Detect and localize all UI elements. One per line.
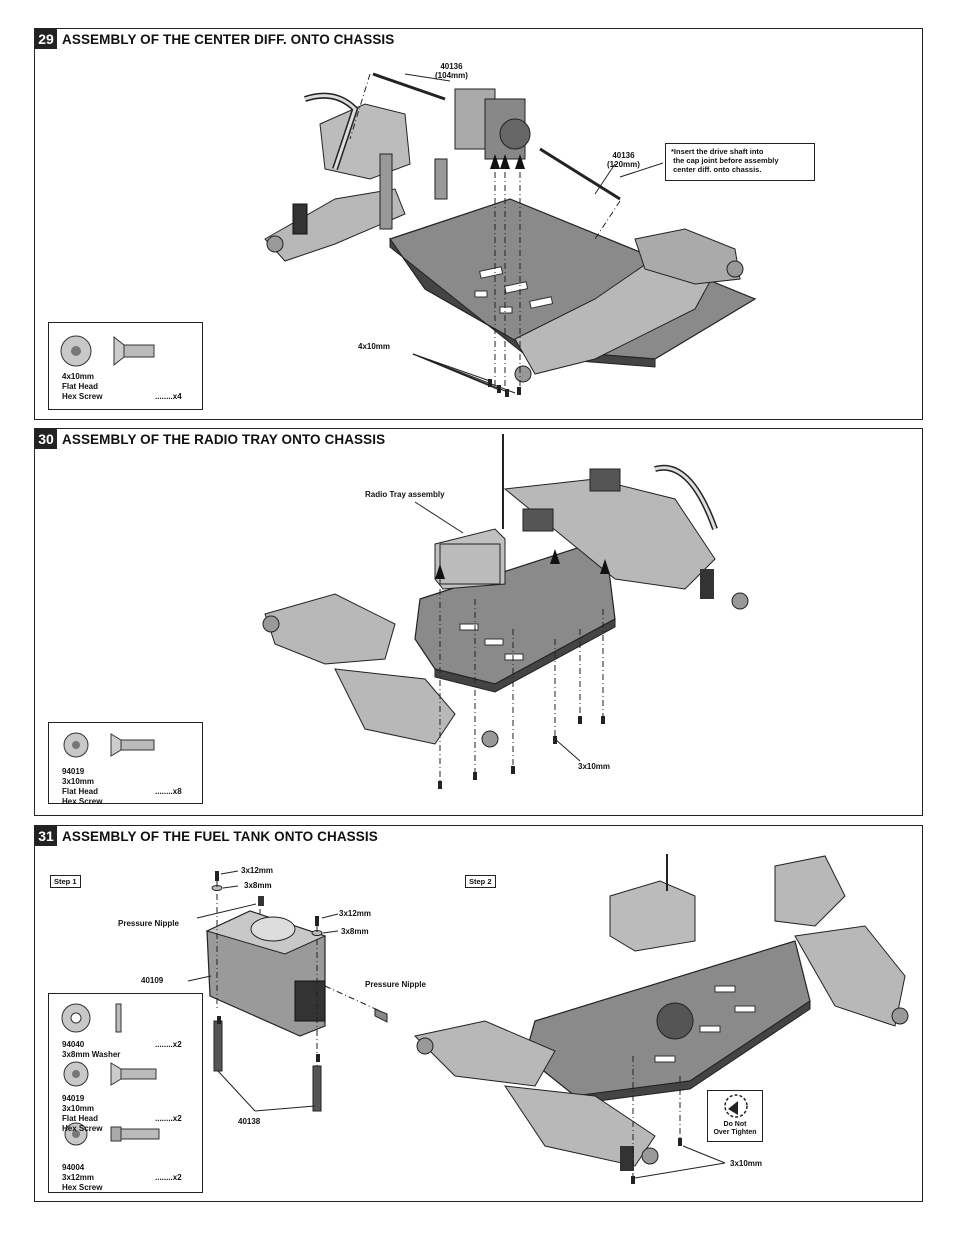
fuel-tank-assembly-drawing [187,854,909,1184]
parts-31-icons [61,1003,160,1146]
shaft-120mm-label: 40136 (120mm) [607,151,640,169]
warning-text: Do Not Over Tighten [713,1121,757,1136]
step-31-panel: 31 ASSEMBLY OF THE FUEL TANK ONTO CHASSI… [34,825,923,1202]
part-94004-line1: 3x12mm [62,1173,95,1182]
parts-box-30: 94019 3x10mm Flat Head Hex Screw .......… [48,722,203,806]
part-30-line2: Flat Head [62,787,99,796]
drive-shaft-note: *Insert the drive shaft into the cap joi… [665,143,815,181]
step-29-title: ASSEMBLY OF THE CENTER DIFF. ONTO CHASSI… [62,31,395,47]
step2-tag: Step 2 [465,875,496,888]
step-29-header: 29 ASSEMBLY OF THE CENTER DIFF. ONTO CHA… [35,29,394,49]
step-30-number: 30 [35,429,57,449]
flat-head-screw-icon [63,732,155,758]
part-30-line1: 3x10mm [62,777,95,786]
washer-icon [61,1003,122,1033]
step1-tag: Step 1 [50,875,81,888]
pressure-nipple-label-2: Pressure Nipple [365,980,426,989]
part-94040-code: 94040 [62,1040,85,1049]
part-94040-line1: 3x8mm Washer [62,1050,121,1059]
screw-3x12-label-2: 3x12mm [339,909,372,918]
screw-4x10-label: 4x10mm [358,342,391,351]
step-31-number: 31 [35,826,57,846]
washer-3x8-label-2: 3x8mm [341,927,369,936]
radio-tray-label: Radio Tray assembly [365,490,445,499]
pressure-nipple-label-1: Pressure Nipple [118,919,179,928]
flat-head-screw-icon [60,335,155,367]
screw-3x12-label-1: 3x12mm [241,866,274,875]
part-30-line3: Hex Screw [62,797,103,806]
washer-3x8-label-1: 3x8mm [244,881,272,890]
step-29-panel: 29 ASSEMBLY OF THE CENTER DIFF. ONTO CHA… [34,28,923,420]
step-30-panel: 30 ASSEMBLY OF THE RADIO TRAY ONTO CHASS… [34,428,923,816]
fuel-tank-label: 40109 [141,976,164,985]
part-94004-code: 94004 [62,1163,85,1172]
step-29-number: 29 [35,29,57,49]
part-94040-qty: ........x2 [155,1040,182,1049]
part-94019-line1: 3x10mm [62,1104,95,1113]
flat-head-screw-icon [63,1061,157,1087]
screw-3x10-label: 3x10mm [578,762,611,771]
part-29-line1: 4x10mm [62,372,95,381]
center-diff-assembly-drawing [264,72,757,397]
step-30-title: ASSEMBLY OF THE RADIO TRAY ONTO CHASSIS [62,431,386,447]
screw-3x10-label-31: 3x10mm [730,1159,763,1168]
step-31-title: ASSEMBLY OF THE FUEL TANK ONTO CHASSIS [62,828,378,844]
part-94004-qty: ........x2 [155,1173,182,1182]
part-94019-qty: ........x2 [155,1114,182,1123]
torque-warning-icon [724,1094,748,1118]
part-30-code: 94019 [62,767,85,776]
shaft-104mm-label: 40136 (104mm) [435,62,468,80]
step-31-header: 31 ASSEMBLY OF THE FUEL TANK ONTO CHASSI… [35,826,378,846]
radio-tray-assembly-drawing [262,434,749,789]
do-not-over-tighten-warning: Do Not Over Tighten [707,1090,763,1142]
step-30-header: 30 ASSEMBLY OF THE RADIO TRAY ONTO CHASS… [35,429,385,449]
part-29-line3: Hex Screw [62,392,103,401]
part-94019-line3: Hex Screw [62,1124,103,1133]
part-94019-code: 94019 [62,1094,85,1103]
part-30-qty: ........x8 [155,787,182,796]
hex-screw-icon [64,1122,160,1146]
part-94004-line2: Hex Screw [62,1183,103,1192]
part-94019-line2: Flat Head [62,1114,99,1123]
parts-box-29: 4x10mm Flat Head Hex Screw ........x4 [48,322,203,410]
parts-box-31: 94040 3x8mm Washer ........x2 94019 3x10… [48,993,203,1193]
part-29-line2: Flat Head [62,382,99,391]
part-29-qty: ........x4 [155,392,182,401]
posts-label: 40138 [238,1117,261,1126]
